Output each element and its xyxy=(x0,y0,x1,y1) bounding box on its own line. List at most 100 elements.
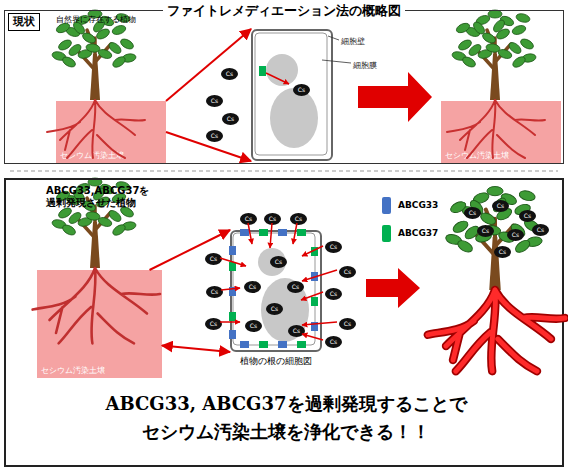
node-text: 植物の根の細胞図 xyxy=(220,356,332,367)
uptake-arrow xyxy=(220,73,337,340)
transporter-abcg37 xyxy=(229,262,236,271)
cesium-ion: Cs xyxy=(339,266,356,278)
plant-tree xyxy=(445,187,543,291)
ion-label: Cs xyxy=(464,207,481,219)
uptake-arrow xyxy=(293,223,297,244)
ion-label: Cs xyxy=(270,256,287,268)
cell-box: 細胞壁細胞膜Cs xyxy=(251,29,333,161)
node-text: 現状 xyxy=(8,13,40,31)
ion-label: Cs xyxy=(494,246,511,258)
ion-label: Cs xyxy=(532,224,549,236)
leader-line xyxy=(322,36,351,63)
uptake-arrow xyxy=(302,334,323,340)
ion-label: Cs xyxy=(244,281,261,293)
cell-interior xyxy=(255,33,327,155)
ion-label: Cs xyxy=(206,95,223,107)
panel-box: ABCG33,ABCG37を 過剰発現させた植物ABCG33, ABCG37を過… xyxy=(4,178,564,467)
soil-box: セシウム汚染土壌 xyxy=(56,101,166,163)
uptake-arrow xyxy=(221,288,240,290)
ion-label: Cs xyxy=(339,318,356,330)
plant-roots xyxy=(33,100,565,371)
plant-roots xyxy=(33,268,160,343)
transporter-abcg37 xyxy=(229,312,236,321)
transporter-abcg33 xyxy=(229,246,236,255)
ion-label: Cs xyxy=(325,288,342,300)
node-text: ABCG33, ABCG37を過剰発現することで セシウム汚染土壌を浄化できる！… xyxy=(98,390,474,446)
cell-interior xyxy=(233,33,327,345)
cell-interior xyxy=(266,54,298,86)
soil-box: セシウム汚染土壌 xyxy=(441,101,561,163)
uptake-arrow xyxy=(301,292,323,300)
ion-label: Cs xyxy=(339,266,356,278)
panel-separator xyxy=(10,171,558,172)
ion-label: Cs xyxy=(221,68,238,80)
cesium-ion: Cs xyxy=(519,210,536,222)
cesium-ion: Cs xyxy=(206,95,223,107)
ion-label: Cs xyxy=(492,200,509,212)
cesium-ion: Cs xyxy=(206,286,223,298)
transporter-abcg37 xyxy=(229,66,318,348)
cesium-ion: Cs xyxy=(270,256,287,268)
cesium-ion: Cs xyxy=(339,318,356,330)
transporter-abcg37 xyxy=(311,247,318,256)
cesium-ion: Cs xyxy=(325,288,342,300)
ion-label: Cs xyxy=(290,213,307,225)
transporter-abcg37 xyxy=(311,297,318,306)
plant-roots xyxy=(47,100,145,158)
cesium-ion: Cs xyxy=(205,253,222,265)
panel-box: 現状セシウム汚染土壌CsCsCsCs細胞壁細胞膜Csセシウム汚染土壌 xyxy=(4,10,564,164)
transporter-abcg37 xyxy=(297,229,306,236)
ion-label: Cs xyxy=(266,303,283,315)
plant-roots xyxy=(428,290,565,371)
legend-text: ABCG33 xyxy=(398,200,458,211)
transporter-abcg33 xyxy=(311,272,318,281)
ion-label: Cs xyxy=(325,241,342,253)
cesium-ion: Cs xyxy=(244,281,261,293)
cesium-ion: Cs xyxy=(288,325,305,337)
transporter-abcg33 xyxy=(229,330,236,339)
cesium-ion: Cs xyxy=(492,200,509,212)
big-arrow xyxy=(358,72,432,308)
zoom-arrow xyxy=(166,132,251,161)
cesium-ion: Cs xyxy=(222,113,239,125)
transporter-abcg33 xyxy=(229,287,236,296)
cesium-ion: Cs xyxy=(245,320,262,332)
ion-label: Cs xyxy=(245,320,262,332)
node-text: セシウム汚染土壌 xyxy=(445,151,545,161)
transporter-abcg33 xyxy=(278,229,287,236)
ion-label: Cs xyxy=(206,286,223,298)
ion-label: Cs xyxy=(264,213,281,225)
ion-label: Cs xyxy=(205,253,222,265)
node-text: 細胞壁 xyxy=(341,37,381,47)
cesium-ion: Cs xyxy=(221,68,238,80)
zoom-arrow xyxy=(166,29,251,101)
ion-label: Cs xyxy=(288,325,305,337)
ion-label: Cs xyxy=(507,229,524,241)
cesium-ion: Cs xyxy=(266,303,283,315)
cell-interior xyxy=(270,88,318,148)
cesium-ion: Cs xyxy=(264,213,281,225)
legend-swatch xyxy=(382,225,391,242)
cesium-ion: Cs xyxy=(325,241,342,253)
cesium-ion: Cs xyxy=(532,224,549,236)
cell-interior xyxy=(233,233,315,345)
uptake-arrow xyxy=(302,246,323,256)
cesium-ion: Cs xyxy=(477,225,494,237)
cesium-ion: Cs xyxy=(290,213,307,225)
plant-roots xyxy=(447,100,545,158)
plant-tree xyxy=(51,10,136,100)
ion-label: Cs xyxy=(205,318,222,330)
cesium-ion: Cs xyxy=(240,213,257,225)
legend-text: ABCG37 xyxy=(398,228,458,239)
big-arrow xyxy=(366,268,420,308)
cell-interior xyxy=(258,248,286,276)
cesium-ion: Cs xyxy=(325,336,342,348)
cell-interior xyxy=(261,278,309,342)
cesium-ion: Cs xyxy=(293,84,310,96)
ion-label: Cs xyxy=(519,210,536,222)
zoom-arrow xyxy=(150,230,231,270)
ion-label: Cs xyxy=(325,336,342,348)
node-text: セシウム汚染土壌 xyxy=(60,151,160,161)
cesium-ion: Cs xyxy=(494,246,511,258)
transporter-abcg33 xyxy=(240,229,249,236)
